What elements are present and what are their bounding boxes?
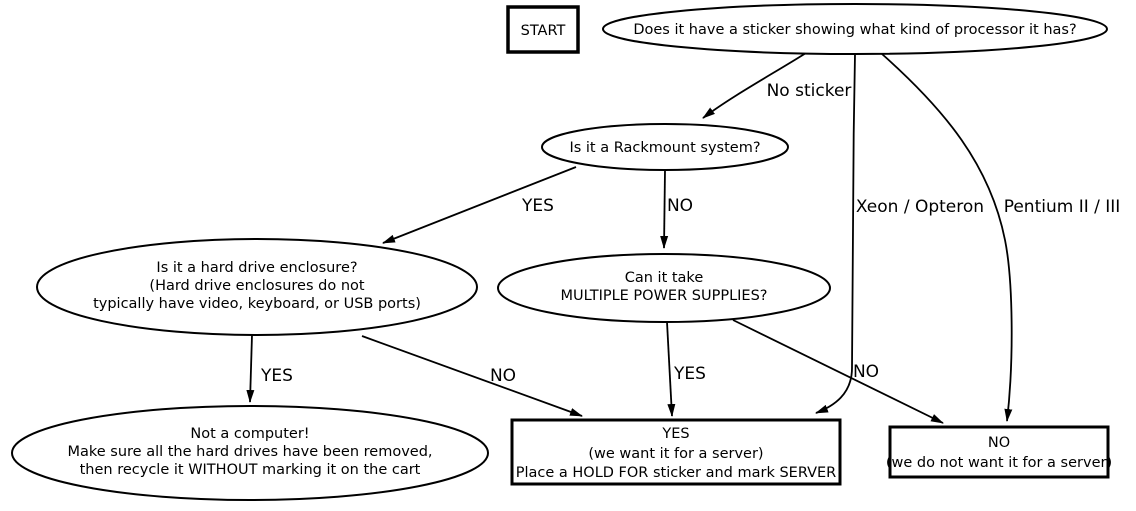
edge-label-rackmount-yes: YES xyxy=(521,196,554,216)
yes-server-line-2: (we want it for a server) xyxy=(588,446,763,462)
node-no-server: NO (we do not want it for a server) xyxy=(886,425,1112,479)
node-enclosure-question: Is it a hard drive enclosure? (Hard driv… xyxy=(36,238,478,336)
yes-server-box xyxy=(510,418,842,486)
node-sticker-question: Does it have a sticker showing what kind… xyxy=(602,3,1108,55)
no-server-line-1: NO xyxy=(988,435,1010,451)
power-question-ellipse xyxy=(497,253,831,323)
edge-pentium xyxy=(881,53,1013,422)
edge-label-enclosure-no: NO xyxy=(490,366,516,386)
node-yes-server: YES (we want it for a server) Place a HO… xyxy=(510,418,842,486)
enclosure-question-line-1: Is it a hard drive enclosure? xyxy=(156,260,357,276)
not-computer-line-2: Make sure all the hard drives have been … xyxy=(67,444,432,460)
node-start: START xyxy=(506,5,580,54)
edge-rackmount-no xyxy=(660,169,669,249)
node-power-question: Can it take MULTIPLE POWER SUPPLIES? xyxy=(497,253,831,323)
power-question-line-2: MULTIPLE POWER SUPPLIES? xyxy=(561,288,768,304)
no-server-line-2: (we do not want it for a server) xyxy=(886,455,1112,471)
start-label: START xyxy=(521,23,566,39)
edge-label-rackmount-no: NO xyxy=(667,196,693,216)
not-computer-line-3: then recycle it WITHOUT marking it on th… xyxy=(80,462,421,478)
enclosure-question-line-2: (Hard drive enclosures do not xyxy=(149,278,364,294)
edge-power-yes xyxy=(666,321,676,417)
rackmount-question-ellipse xyxy=(541,123,789,171)
edge-enclosure-no xyxy=(361,335,583,417)
yes-server-line-1: YES xyxy=(661,426,689,442)
start-box xyxy=(506,5,580,54)
enclosure-question-ellipse xyxy=(36,238,478,336)
edge-power-no xyxy=(732,319,944,424)
edge-rackmount-yes xyxy=(382,166,577,244)
edges xyxy=(246,52,1013,424)
edge-label-power-no: NO xyxy=(853,362,879,382)
edge-labels: No sticker Xeon / Opteron Pentium II / I… xyxy=(260,81,1120,386)
edge-label-no-sticker: No sticker xyxy=(767,81,852,101)
edge-no-sticker xyxy=(702,52,807,119)
not-computer-line-1: Not a computer! xyxy=(190,426,309,442)
edge-label-enclosure-yes: YES xyxy=(260,366,293,386)
power-question-line-1: Can it take xyxy=(625,270,704,286)
sticker-question-label: Does it have a sticker showing what kind… xyxy=(633,22,1076,38)
edge-label-pentium: Pentium II / III xyxy=(1004,197,1121,217)
nodes: START Does it have a sticker showing wha… xyxy=(11,3,1112,501)
no-server-box xyxy=(888,425,1110,479)
rackmount-question-label: Is it a Rackmount system? xyxy=(569,140,760,156)
enclosure-question-line-3: typically have video, keyboard, or USB p… xyxy=(93,296,421,312)
edge-xeon-opteron xyxy=(815,53,856,414)
node-not-computer: Not a computer! Make sure all the hard d… xyxy=(11,405,489,501)
yes-server-line-3: Place a HOLD FOR sticker and mark SERVER xyxy=(516,465,837,481)
edge-enclosure-yes xyxy=(246,334,255,403)
sticker-question-ellipse xyxy=(602,3,1108,55)
not-computer-ellipse xyxy=(11,405,489,501)
node-rackmount-question: Is it a Rackmount system? xyxy=(541,123,789,171)
edge-label-xeon-opteron: Xeon / Opteron xyxy=(856,197,984,217)
edge-label-power-yes: YES xyxy=(673,364,706,384)
